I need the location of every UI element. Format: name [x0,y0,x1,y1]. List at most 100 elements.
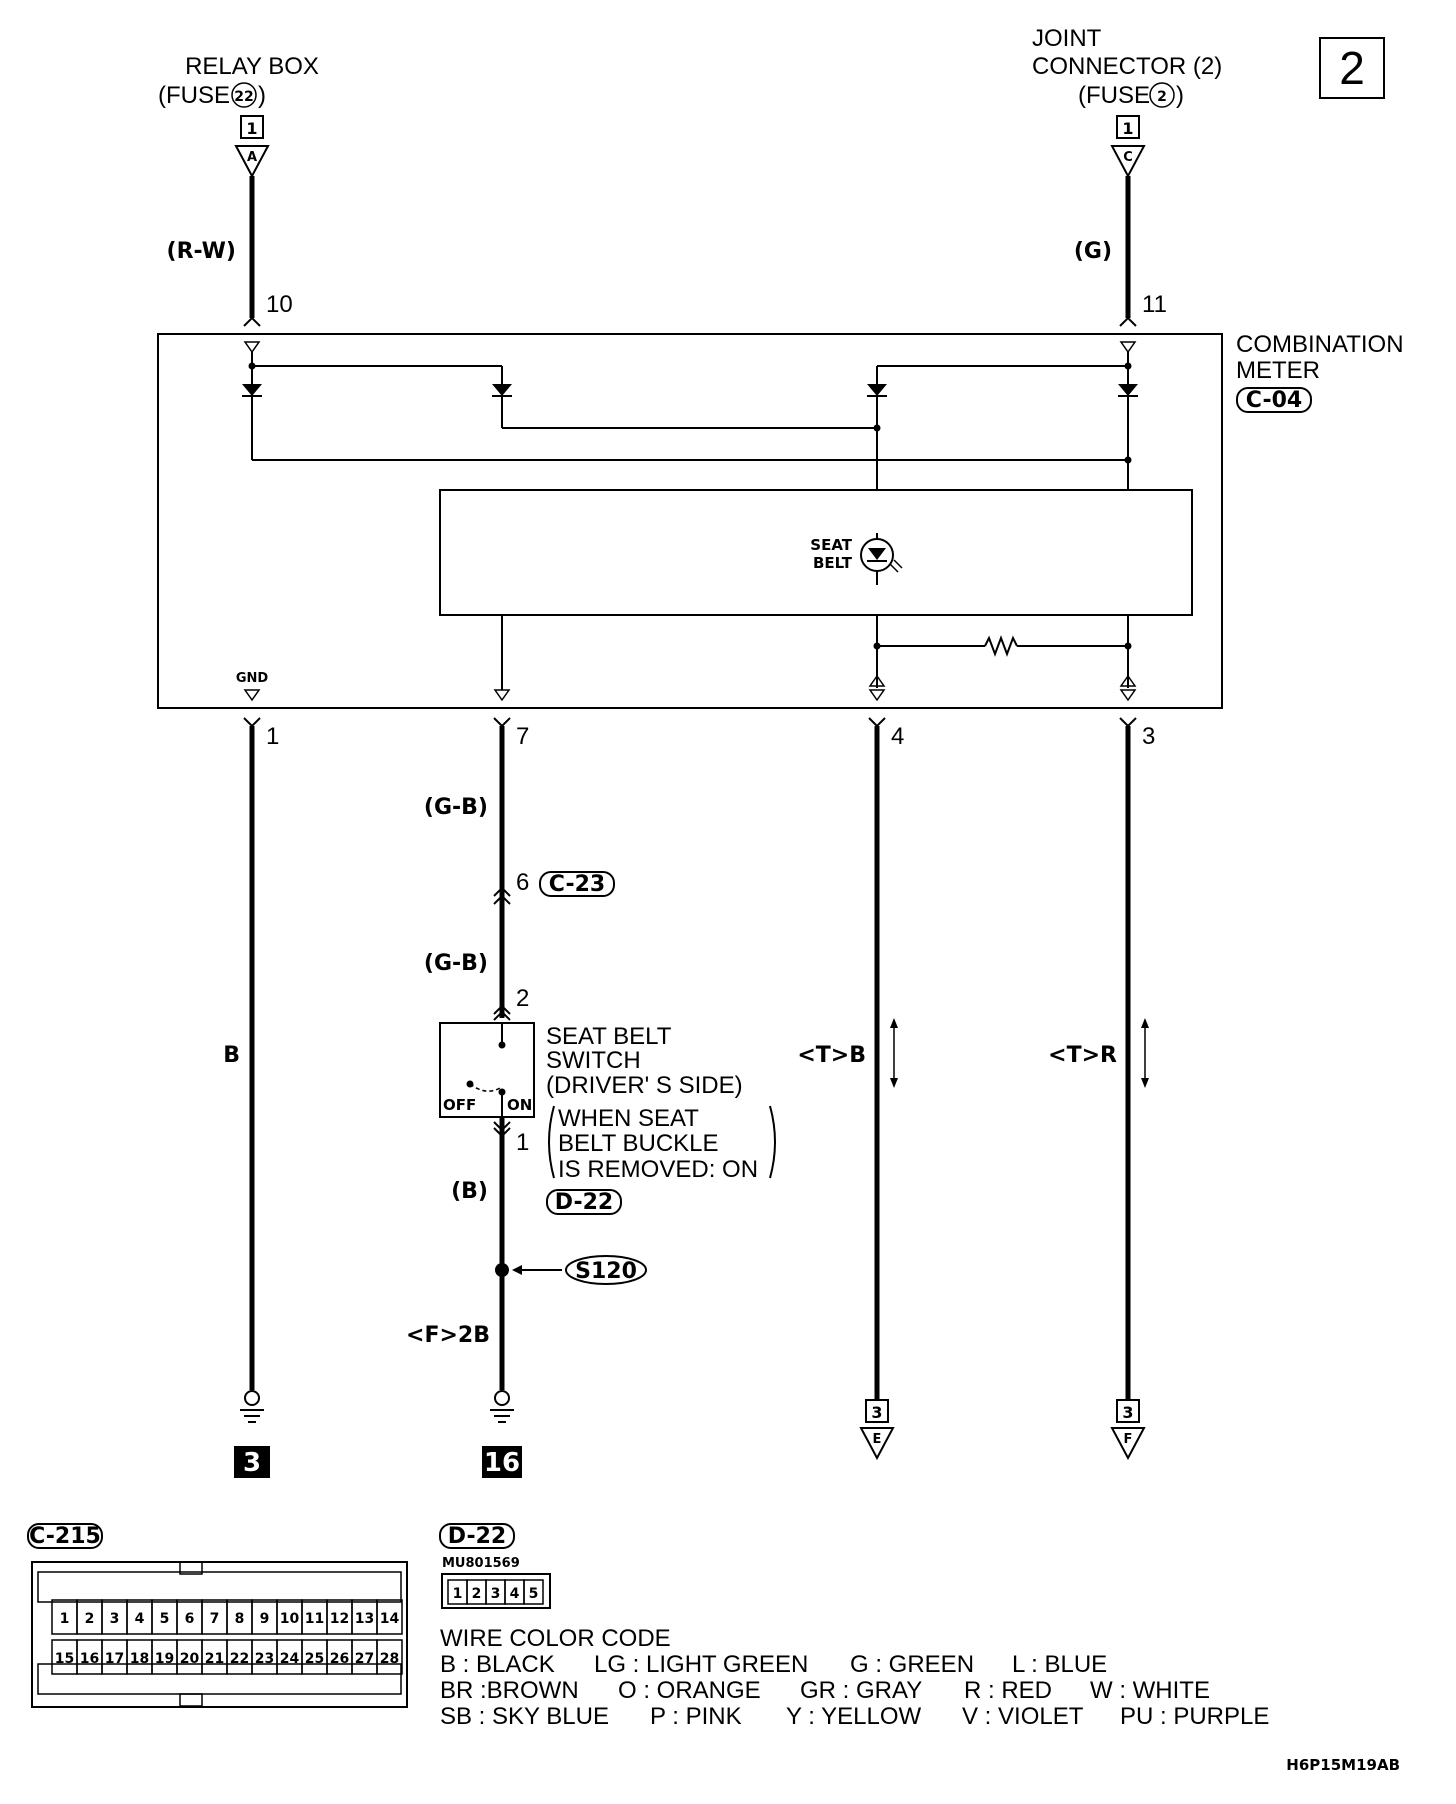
joint-connector-ref-letter: C [1123,150,1133,165]
junction-dot [1124,362,1132,370]
joint-connector-ref-number: 1 [1122,119,1133,138]
d22-pin-number: 2 [472,1586,482,1602]
ground-icon [240,1390,264,1423]
c215-pin-number: 17 [105,1651,124,1667]
bidirectional-arrow-icon [1141,1018,1149,1088]
color-code-w: W : WHITE [1090,1677,1210,1704]
wire-g-label: (G) [1074,239,1112,264]
color-code-pu: PU : PURPLE [1120,1703,1269,1730]
c215-outline [31,1561,408,1708]
ref-e-letter: E [873,1432,882,1447]
c215-latch-bottom [37,1663,402,1695]
switch-contact [498,1088,506,1096]
switch-pin-2: 2 [516,985,529,1012]
c215-pin-number: 19 [155,1651,174,1667]
joint-connector-line1: JOINT [1032,25,1102,52]
color-code-sb: SB : SKY BLUE [440,1703,609,1730]
pin-1-mark [243,717,261,728]
terminal-4-bidirectional [868,674,886,702]
switch-pin-2-mark-b [493,1010,511,1021]
c215-pin-number: 11 [305,1611,324,1627]
c215-pin-cell [376,1639,403,1675]
c215-pin-number: 9 [260,1611,270,1627]
c215-key-bottom [179,1693,203,1707]
bidirectional-arrow-icon [890,1018,898,1088]
seat-belt-switch-box[interactable] [439,1022,535,1118]
fuse-2-circle [1149,82,1175,108]
d22-label: D-22 [555,1190,613,1215]
s120-badge [565,1255,647,1285]
c23-badge [539,871,615,897]
color-code-v: V : VIOLET [962,1703,1084,1730]
relay-box-fuse-number: 22 [234,89,253,105]
indicator-label-line1: SEAT [810,536,852,554]
c215-pin-number: 7 [210,1611,220,1627]
junction-dot [873,424,881,432]
meter-connector-label: C-04 [1246,388,1302,413]
pin-3-mark [1119,717,1137,728]
splice-arrowhead [512,1265,522,1275]
color-code-lg: LG : LIGHT GREEN [594,1651,808,1678]
joint-connector-source: JOINT CONNECTOR (2) (FUSE 2 ) 1 C (G) 11 [1032,25,1222,327]
diode-3 [867,384,887,397]
c215-badge [27,1523,103,1549]
relay-box-label: RELAY BOX [185,53,319,80]
c215-pin-number: 13 [355,1611,374,1627]
ref-f-triangle [1110,1427,1146,1461]
pin-3-branch: 3 <T>R 3 F [1048,717,1155,1461]
pin-3-label: 3 [1142,723,1155,750]
ref-f-box [1116,1399,1140,1423]
wire-b-switch-label: (B) [451,1179,488,1204]
pin-7-label: 7 [516,723,529,750]
c215-pin-number: 25 [305,1651,324,1667]
switch-label-line2: SWITCH [546,1047,641,1074]
meter-connector-badge [1236,387,1312,413]
pin-7-mark [493,717,511,728]
wire-t-b-label: <T>B [797,1043,866,1068]
c215-pin-number: 1 [60,1611,70,1627]
c215-pin-number: 4 [135,1611,145,1627]
joint-connector-fuse-number: 2 [1157,89,1167,105]
indicator-label-line2: BELT [813,554,853,572]
switch-on-label: ON [507,1096,532,1114]
c215-pin-number: 21 [205,1651,224,1667]
seat-belt-led-icon [860,533,903,585]
color-code-y: Y : YELLOW [786,1703,922,1730]
diode-1 [242,384,262,397]
relay-box-ref-number: 1 [246,119,257,138]
terminal-7-out [493,689,511,702]
junction-dot [873,642,881,650]
c23-mark-bottom [493,894,511,905]
c215-key-top [179,1561,203,1575]
d22-view-label: D-22 [448,1524,506,1549]
c215-pin-number: 6 [185,1611,195,1627]
c215-latch-top [37,1571,402,1603]
note-paren-left [548,1105,555,1179]
switch-note-line3: IS REMOVED: ON [558,1156,758,1183]
page-tag-number: 2 [1339,42,1365,94]
d22-badge [546,1189,622,1215]
c23-label: C-23 [549,872,605,897]
pin-11-label: 11 [1142,291,1167,318]
pin-10-label: 10 [266,291,293,318]
d22-view-outline [441,1573,551,1609]
relay-box-ref-letter: A [247,150,257,165]
ref-f-letter: F [1124,1432,1133,1447]
gnd-label: GND [236,671,269,686]
switch-note-line1: WHEN SEAT [558,1105,699,1132]
wire-color-code-legend: WIRE COLOR CODE B : BLACK LG : LIGHT GRE… [440,1625,1269,1730]
ref-f-number: 3 [1122,1403,1133,1422]
switch-arm [469,1083,501,1092]
junction-dot [1124,456,1132,464]
c215-pin-number: 5 [160,1611,170,1627]
relay-box-fuse-suffix: ) [258,82,266,109]
c215-pin-number: 20 [180,1651,200,1667]
switch-contact [498,1041,506,1049]
wire-color-code-title: WIRE COLOR CODE [440,1625,671,1652]
switch-pin-1: 1 [516,1129,529,1156]
terminal-1-out [243,689,261,702]
